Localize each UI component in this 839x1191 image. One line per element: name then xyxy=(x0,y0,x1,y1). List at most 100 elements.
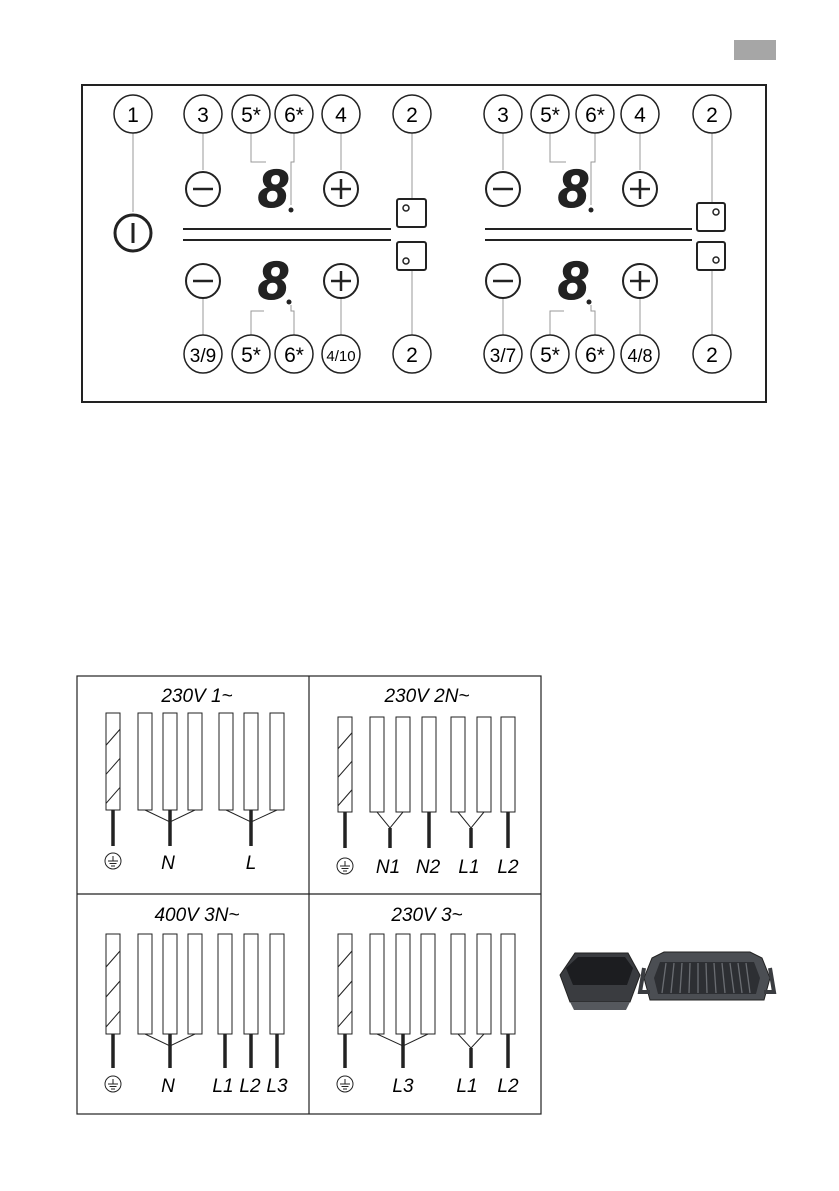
wiring-diagram: 230V 1~ 230V 2N~ 400V 3N~ 230V 3~ N L N1… xyxy=(76,675,542,1115)
terminal-label: L2 xyxy=(497,857,519,878)
wire-stripe xyxy=(105,950,121,968)
wiring-title-3: 400V 3N~ xyxy=(154,905,239,926)
right-top-digit-left-callout: 5* xyxy=(540,104,560,127)
wiring-title-1: 230V 1~ xyxy=(160,686,232,707)
ground-icon xyxy=(104,1075,122,1093)
display-dot xyxy=(588,207,594,213)
page-tab xyxy=(734,40,776,60)
left-bottom-plus-callout: 4/10 xyxy=(326,348,355,365)
wire-strand xyxy=(500,716,516,813)
wire-strand xyxy=(369,716,385,813)
right-top-zone: 3 5* 6* 4 2 8 xyxy=(483,94,732,232)
right-bottom-select-callout: 2 xyxy=(706,344,718,367)
left-top-minus-callout: 3 xyxy=(197,104,209,127)
wire-strand xyxy=(420,933,436,1035)
wire-stripe xyxy=(337,789,353,807)
panel-border xyxy=(81,84,767,403)
left-bottom-digit-right-callout: 6* xyxy=(284,344,304,367)
wire-strand xyxy=(450,716,466,813)
wire-strand xyxy=(187,933,203,1035)
wire-strand xyxy=(269,712,285,811)
terminal-label: L2 xyxy=(239,1076,261,1097)
wire-strand xyxy=(421,716,437,813)
plus-icon xyxy=(622,263,658,299)
right-top-display-digit: 8 xyxy=(558,159,588,219)
wire-strand xyxy=(476,716,492,813)
plus-icon xyxy=(323,171,359,207)
roasting-dish-icon xyxy=(559,952,641,1010)
power-callout: 1 xyxy=(113,94,153,212)
right-bottom-minus-callout: 3/7 xyxy=(490,346,516,367)
wire-strand xyxy=(450,933,466,1035)
wire-strand xyxy=(218,712,234,811)
wire-stripe xyxy=(105,758,121,775)
left-bottom-select-callout: 2 xyxy=(406,344,418,367)
right-top-digit-right-callout: 6* xyxy=(585,104,605,127)
display-dot xyxy=(288,207,294,213)
wire-bridge xyxy=(457,811,485,829)
display-dot xyxy=(286,299,292,305)
wire-strand xyxy=(137,933,153,1035)
power-icon xyxy=(113,213,153,253)
wire-strand xyxy=(269,933,285,1035)
left-bottom-display-digit: 8 xyxy=(258,251,288,311)
left-top-display-digit: 8 xyxy=(258,159,288,219)
control-panel-diagram: 1 3 5* 6* 4 2 xyxy=(81,84,767,403)
wire-bridge xyxy=(457,1033,485,1049)
left-top-select-callout: 2 xyxy=(406,104,418,127)
wire-stripe xyxy=(337,732,353,750)
terminal-label: L3 xyxy=(392,1076,414,1097)
ground-icon xyxy=(104,852,122,870)
wire-strand xyxy=(137,712,153,811)
terminal-label: N xyxy=(161,1076,175,1097)
grill-plate-icon xyxy=(637,951,777,1001)
right-bottom-display-digit: 8 xyxy=(558,251,588,311)
wire-strand xyxy=(162,933,178,1035)
left-top-zone: 3 5* 6* 4 2 8 xyxy=(183,94,432,228)
left-top-digit-left-callout: 5* xyxy=(241,104,261,127)
wire-stripe xyxy=(337,760,353,778)
plus-icon xyxy=(323,263,359,299)
zone-select-icon xyxy=(696,202,726,232)
left-bottom-zone: 8 3/9 5* 6* 4/10 2 xyxy=(183,241,432,374)
wire-strand xyxy=(476,933,492,1035)
wiring-title-2: 230V 2N~ xyxy=(383,686,469,707)
left-top-plus-callout: 4 xyxy=(335,104,347,127)
ground-icon xyxy=(336,1075,354,1093)
left-top-digit-right-callout: 6* xyxy=(284,104,304,127)
wire-strand xyxy=(395,716,411,813)
left-bottom-minus-callout: 3/9 xyxy=(190,346,216,367)
wire-stripe xyxy=(337,980,353,998)
wire-strand xyxy=(395,933,411,1035)
display-dot xyxy=(586,299,592,305)
terminal-label: L3 xyxy=(266,1076,288,1097)
wire-strand xyxy=(162,712,178,811)
terminal-label: L1 xyxy=(212,1076,233,1097)
terminal-label: L xyxy=(246,853,257,874)
right-top-minus-callout: 3 xyxy=(497,104,509,127)
wiring-title-4: 230V 3~ xyxy=(390,905,462,926)
terminal-label: L1 xyxy=(458,857,479,878)
minus-icon xyxy=(485,171,521,207)
terminal-label: L2 xyxy=(497,1076,519,1097)
right-bottom-zone: 8 3/7 5* 6* 4/8 2 xyxy=(483,241,732,374)
right-bottom-digit-right-callout: 6* xyxy=(585,344,605,367)
terminal-label: N xyxy=(161,853,175,874)
zone-select-icon xyxy=(696,241,726,271)
wire-stripe xyxy=(105,1010,121,1028)
wire-strand xyxy=(243,933,259,1035)
wire-strands xyxy=(105,712,516,1068)
wire-strand xyxy=(217,933,233,1035)
wire-strand xyxy=(243,712,259,811)
plus-icon xyxy=(622,171,658,207)
wire-strand xyxy=(187,712,203,811)
wire-strand xyxy=(369,933,385,1035)
right-bottom-plus-callout: 4/8 xyxy=(627,346,652,366)
left-bottom-digit-left-callout: 5* xyxy=(241,344,261,367)
zone-select-icon xyxy=(396,241,427,271)
wire-stripe xyxy=(105,728,121,746)
right-bottom-digit-left-callout: 5* xyxy=(540,344,560,367)
terminal-label: N2 xyxy=(416,857,441,878)
zone-select-icon xyxy=(396,198,427,228)
